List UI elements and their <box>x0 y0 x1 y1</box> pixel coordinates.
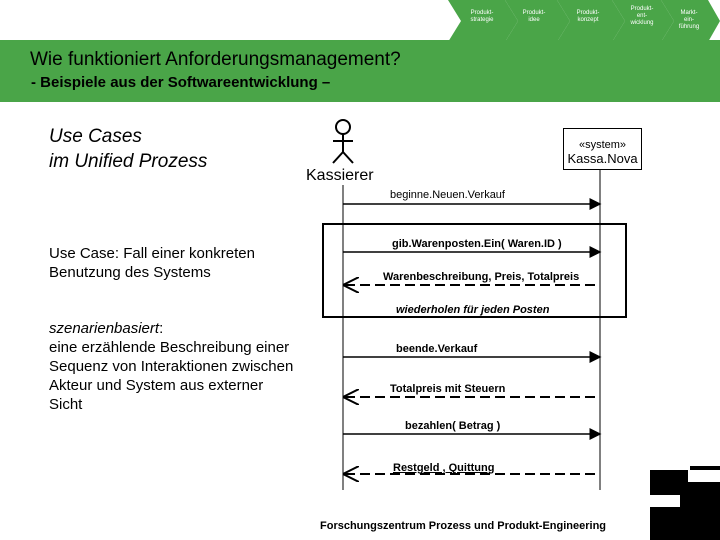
use-case-term: Use Case <box>49 245 115 262</box>
page-subtitle: - Beispiele aus der Softwareentwicklung … <box>31 74 331 91</box>
nav-chevron-1[interactable] <box>448 0 518 42</box>
process-nav: Produkt- strategie Produkt- idee Produkt… <box>0 0 720 42</box>
loop-frame <box>322 223 627 318</box>
nav-label-produktidee: Produkt- idee <box>522 10 546 23</box>
title-banner: Wie funktioniert Anforderungsmanagement?… <box>0 40 720 102</box>
actor-stick-figure <box>332 119 354 164</box>
nav-chevron-2[interactable] <box>505 0 570 42</box>
use-case-definition: Use Case: Fall einer konkreten Benutzung… <box>49 244 299 282</box>
system-stereotype: «system» <box>578 139 627 151</box>
institute-logo <box>650 466 720 540</box>
message-label-7: bezahlen( Betrag ) <box>405 420 501 432</box>
footer-institute: Forschungszentrum Prozess und Produkt-En… <box>320 520 607 532</box>
system-box: «system» Kassa.Nova <box>563 128 642 170</box>
message-label-8: Restgeld , Quittung <box>393 462 495 474</box>
loop-label: wiederholen für jeden Posten <box>396 304 550 316</box>
scenario-definition-text: : eine erzählende Beschreibung einer Seq… <box>49 320 294 413</box>
message-label-2: gib.Warenposten.Ein( Waren.ID ) <box>392 238 562 250</box>
nav-chevron-4[interactable] <box>612 0 674 42</box>
use-case-definition-text: : Fall einer konkreten Benutzung des Sys… <box>49 245 255 281</box>
page-title: Wie funktioniert Anforderungsmanagement? <box>30 49 401 70</box>
scenario-definition: szenarienbasiert: eine erzählende Beschr… <box>49 300 299 414</box>
message-label-1: beginne.Neuen.Verkauf <box>390 189 505 201</box>
scenario-term: szenarienbasiert <box>49 320 160 337</box>
system-name: Kassa.Nova <box>567 151 638 166</box>
nav-label-produktkonzept: Produkt- konzept <box>576 10 600 23</box>
message-label-5: beende.Verkauf <box>396 343 478 355</box>
nav-label-markteinfuehrung: Markt- ein- führung <box>678 10 700 30</box>
nav-label-produktentwicklung: Produkt- ent- wicklung <box>630 6 654 26</box>
nav-chevron-5[interactable] <box>661 0 720 42</box>
nav-chevron-3[interactable] <box>557 0 625 42</box>
nav-label-produktstrategie: Produkt- strategie <box>470 10 494 23</box>
message-label-6: Totalpreis mit Steuern <box>390 383 506 395</box>
nav-chevrons <box>448 0 720 42</box>
section-heading: Use Cases im Unified Prozess <box>49 126 208 172</box>
message-label-3: Warenbeschreibung, Preis, Totalpreis <box>383 271 580 283</box>
actor-label: Kassierer <box>306 167 374 184</box>
